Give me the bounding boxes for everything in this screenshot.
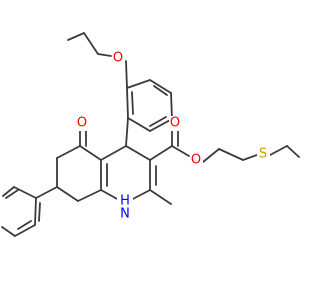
bond — [100, 145, 127, 161]
bond — [218, 148, 244, 161]
bond — [5, 189, 19, 199]
nitrogen-label: N — [120, 207, 130, 222]
bond — [170, 92, 173, 120]
bond — [14, 224, 36, 237]
bond — [79, 145, 102, 161]
bond — [131, 91, 134, 115]
bond — [77, 189, 102, 202]
bond — [56, 145, 81, 159]
bond — [125, 117, 129, 147]
bond — [149, 118, 173, 132]
bond — [149, 189, 172, 205]
atom-labels: O O O O S N H — [76, 51, 270, 222]
bond — [13, 186, 37, 199]
bond — [242, 154, 258, 161]
bond — [17, 220, 32, 230]
bond — [126, 87, 129, 119]
bond — [1, 226, 16, 237]
label-background — [190, 153, 203, 168]
bond — [127, 117, 151, 132]
bond — [2, 186, 15, 197]
bond — [269, 145, 288, 156]
bond — [149, 145, 173, 161]
bond — [202, 148, 220, 163]
bond — [100, 189, 120, 201]
bond — [125, 145, 151, 161]
bond — [83, 32, 99, 55]
bond — [149, 79, 172, 94]
molecule-structure: O O O O S N H — [1, 32, 300, 237]
bond — [153, 85, 168, 96]
oxygen-label-ketone: O — [77, 116, 87, 131]
bond — [149, 116, 167, 127]
label-background — [257, 147, 270, 162]
label-background — [169, 116, 182, 131]
sulfur-label: S — [259, 147, 267, 162]
label-background — [112, 51, 125, 66]
label-background — [117, 194, 133, 221]
label-background — [76, 116, 89, 131]
nitrogen-h-label: H — [120, 194, 130, 209]
bond — [34, 197, 37, 226]
bond — [130, 189, 151, 201]
bond — [38, 202, 41, 222]
oxygen-label-ester-carbonyl: O — [170, 116, 180, 131]
oxygen-label-propoxy: O — [113, 51, 123, 66]
bond-lines — [1, 32, 300, 237]
bond — [56, 186, 79, 202]
bond — [286, 145, 300, 158]
bond — [97, 53, 112, 57]
bond — [67, 32, 85, 41]
bond — [125, 60, 128, 89]
bond — [171, 145, 190, 157]
bond — [35, 186, 58, 199]
bond — [126, 79, 151, 89]
oxygen-label-ester: O — [191, 153, 201, 168]
